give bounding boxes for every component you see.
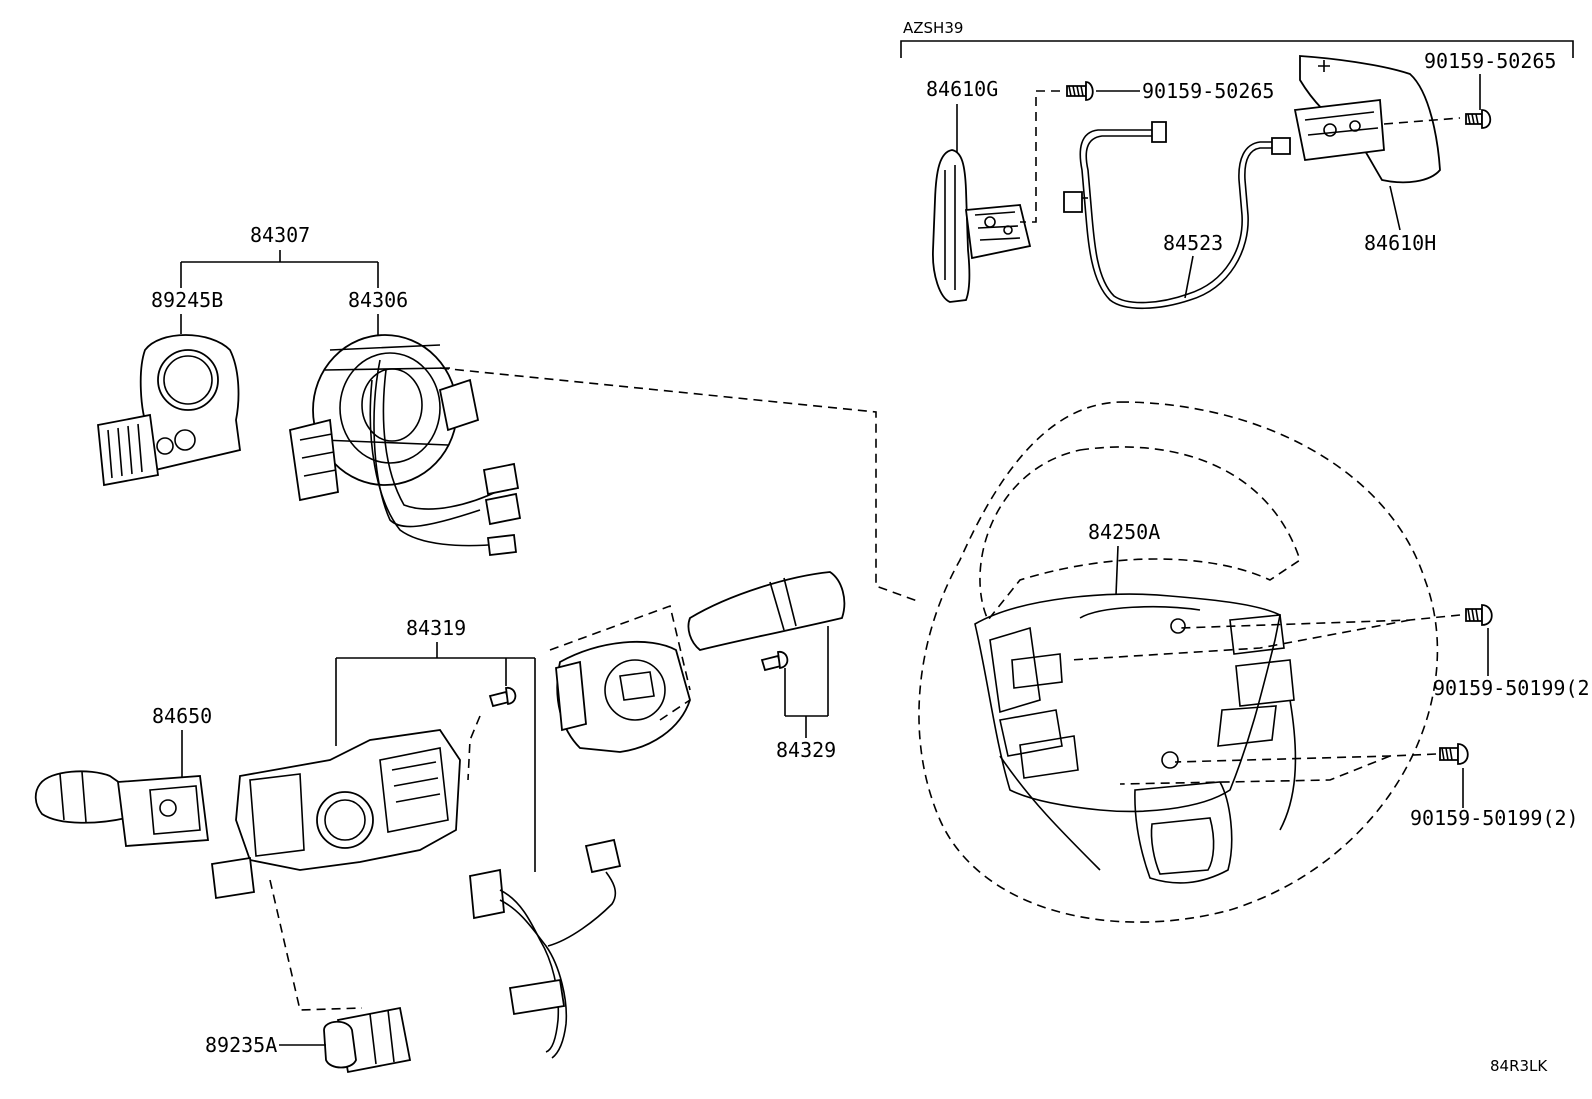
screw-icon bbox=[1465, 109, 1492, 129]
wire-harness-icon bbox=[1063, 121, 1291, 310]
switch-bracket-icon bbox=[211, 729, 461, 900]
diagram-code: 84R3LK bbox=[1490, 1057, 1548, 1075]
label-84523: 84523 bbox=[1163, 231, 1223, 255]
spiral-cable-84306[interactable] bbox=[288, 334, 522, 556]
label-90159-50265-left: 90159-50265 bbox=[1142, 79, 1274, 103]
label-84319: 84319 bbox=[406, 616, 466, 640]
sub-harness[interactable] bbox=[469, 838, 622, 1059]
switch-bracket-84319[interactable] bbox=[211, 729, 461, 900]
sensor-89235A[interactable]: 89235A bbox=[205, 1006, 412, 1074]
screw-icon bbox=[760, 651, 789, 672]
steering-sensor-icon bbox=[323, 1006, 412, 1074]
label-84306: 84306 bbox=[348, 288, 408, 312]
label-84610H: 84610H bbox=[1364, 231, 1436, 255]
headlamp-switch-84650[interactable]: 84650 bbox=[34, 704, 212, 847]
label-90159-50199-lower: 90159-50199(2) bbox=[1410, 806, 1579, 830]
label-90159-50265-right: 90159-50265 bbox=[1424, 49, 1556, 73]
wire-harness-84523[interactable]: 84523 bbox=[1063, 121, 1291, 310]
label-84250A: 84250A bbox=[1088, 520, 1160, 544]
label-84610G: 84610G bbox=[926, 77, 998, 101]
steering-wheel-icon bbox=[918, 401, 1439, 923]
headlamp-switch-icon bbox=[34, 770, 210, 847]
label-84329: 84329 bbox=[776, 738, 836, 762]
spiral-cable-icon bbox=[288, 334, 522, 556]
screw-icon bbox=[1066, 81, 1094, 101]
screw-icon bbox=[1465, 604, 1493, 626]
wiper-switch-icon bbox=[549, 571, 846, 753]
wiper-switch-84329[interactable]: 84329 bbox=[549, 571, 846, 762]
group-84319: 84319 bbox=[335, 616, 536, 872]
screw-icon bbox=[1439, 743, 1469, 765]
label-84307: 84307 bbox=[250, 223, 310, 247]
wire-harness-icon bbox=[469, 838, 622, 1059]
label-90159-50199-upper: 90159-50199(2) bbox=[1433, 676, 1592, 700]
group-84307: 84307 89245B 84306 bbox=[151, 223, 408, 338]
paddle-shift-right[interactable]: 84610H bbox=[1293, 55, 1441, 255]
screw-84319[interactable] bbox=[488, 687, 517, 708]
azsh39-frame: AZSH39 bbox=[900, 19, 1574, 58]
screw-90159-50199-upper[interactable]: 90159-50199(2) bbox=[1433, 604, 1592, 700]
steering-wheel-84250A[interactable]: 84250A bbox=[918, 401, 1439, 923]
screw-icon bbox=[488, 687, 517, 708]
frame-label: AZSH39 bbox=[903, 19, 963, 37]
paddle-shift-icon bbox=[932, 149, 1032, 303]
screw-90159-50265-right[interactable]: 90159-50265 bbox=[1424, 49, 1556, 129]
label-84650: 84650 bbox=[152, 704, 212, 728]
paddle-shift-icon bbox=[1293, 55, 1441, 184]
label-89235A: 89235A bbox=[205, 1033, 277, 1057]
steering-sensor-icon bbox=[97, 334, 241, 487]
screw-90159-50199-lower[interactable]: 90159-50199(2) bbox=[1410, 743, 1579, 830]
paddle-shift-left[interactable]: 84610G bbox=[926, 77, 1032, 303]
screw-90159-50265-left[interactable]: 90159-50265 bbox=[1066, 79, 1274, 103]
steering-angle-sensor-89245B[interactable] bbox=[97, 334, 241, 487]
label-89245B: 89245B bbox=[151, 288, 223, 312]
